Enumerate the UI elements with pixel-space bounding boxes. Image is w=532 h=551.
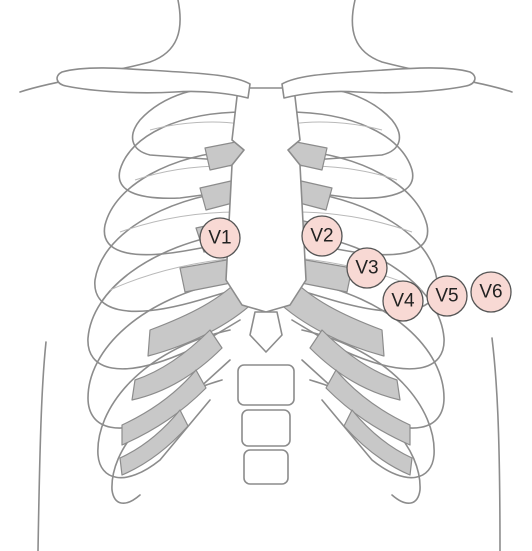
- electrode-v5-label: V5: [435, 286, 458, 307]
- electrode-v4-label: V4: [391, 291, 415, 312]
- electrode-v3: V3: [347, 248, 387, 288]
- electrode-v1: V1: [200, 218, 240, 258]
- electrode-v2-label: V2: [310, 226, 333, 247]
- electrode-v5: V5: [427, 276, 467, 316]
- electrode-v6: V6: [471, 272, 511, 312]
- electrode-v1-label: V1: [208, 228, 231, 249]
- electrode-v2: V2: [302, 216, 342, 256]
- electrode-v4: V4: [383, 281, 423, 321]
- electrode-v6-label: V6: [479, 282, 502, 303]
- electrode-v3-label: V3: [355, 258, 378, 279]
